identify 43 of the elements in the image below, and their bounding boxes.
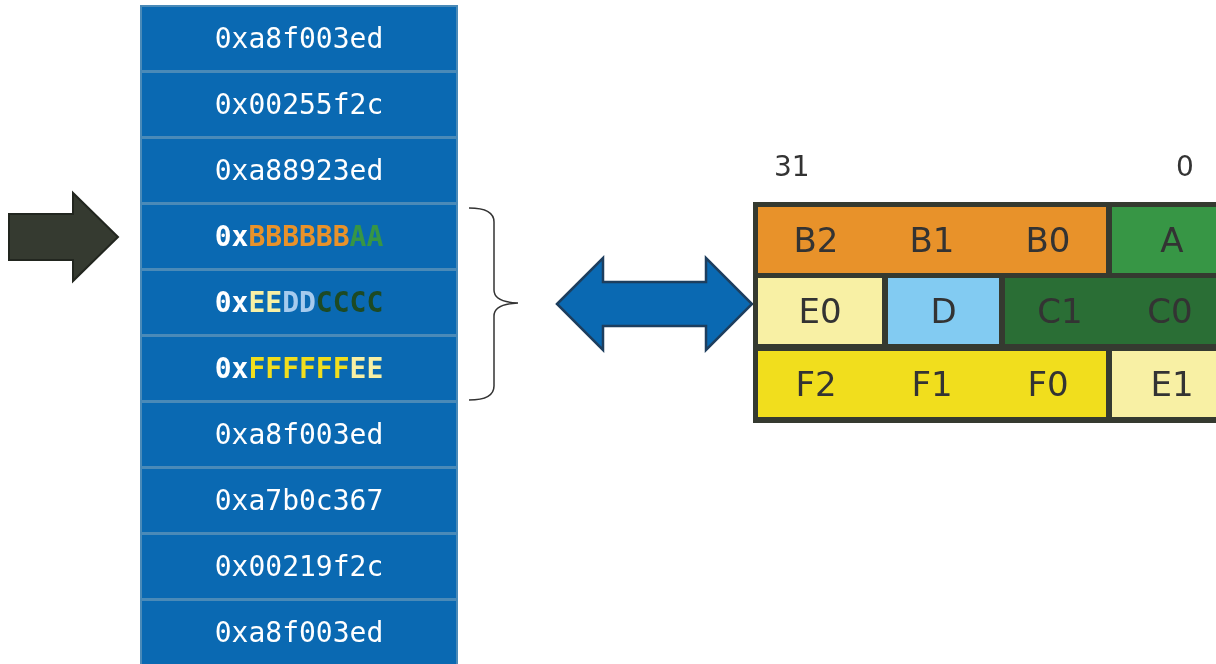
- hex-value: 0xFFFFFFEE: [214, 352, 384, 385]
- memory-word-cell: [140, 71, 458, 138]
- field-label: C1: [1037, 291, 1083, 331]
- memory-word-cell: [140, 269, 458, 336]
- bit-field-cell: [758, 351, 1106, 417]
- hex-value: 0x00219f2c: [214, 550, 384, 583]
- memory-word-cell: [140, 137, 458, 204]
- hex-value: 0xa8f003ed: [214, 418, 384, 451]
- bit-field-cell: [1112, 207, 1216, 273]
- memory-word-cell: [140, 203, 458, 270]
- bit-index: 31: [774, 150, 810, 183]
- bit-field-cell: [888, 278, 999, 344]
- field-label: F2: [795, 364, 837, 404]
- field-label: E1: [1150, 364, 1194, 404]
- field-label: B1: [909, 220, 955, 260]
- memory-word-cell: [140, 599, 458, 664]
- field-label: F1: [911, 364, 953, 404]
- hex-value: 0xa8f003ed: [214, 616, 384, 649]
- field-label: A: [1160, 220, 1184, 260]
- bit-field-cell: [1112, 351, 1216, 417]
- bit-index: 0: [1176, 150, 1194, 183]
- field-label: B0: [1025, 220, 1071, 260]
- field-label: B2: [793, 220, 839, 260]
- hex-value: 0xBBBBBBAA: [214, 220, 384, 253]
- bit-field-cell: [758, 207, 1106, 273]
- hex-value: 0xa8f003ed: [214, 22, 384, 55]
- field-label: D: [930, 291, 957, 331]
- field-label: E0: [798, 291, 842, 331]
- hex-value: 0xa88923ed: [214, 154, 384, 187]
- bit-field-cell: [1005, 278, 1216, 344]
- memory-word-cell: [140, 401, 458, 468]
- hex-value: 0x00255f2c: [214, 88, 384, 121]
- double-arrow: [555, 255, 754, 353]
- memory-word-cell: [140, 467, 458, 534]
- hex-value: 0xEEDDCCCC: [214, 286, 384, 319]
- memory-word-cell: [140, 533, 458, 600]
- register-frame: [753, 202, 1216, 423]
- memory-word-cell: [140, 335, 458, 402]
- memory-word-cell: [140, 5, 458, 72]
- field-label: F0: [1027, 364, 1069, 404]
- hex-value: 0xa7b0c367: [214, 484, 384, 517]
- bit-field-cell: [758, 278, 882, 344]
- field-label: C0: [1147, 291, 1193, 331]
